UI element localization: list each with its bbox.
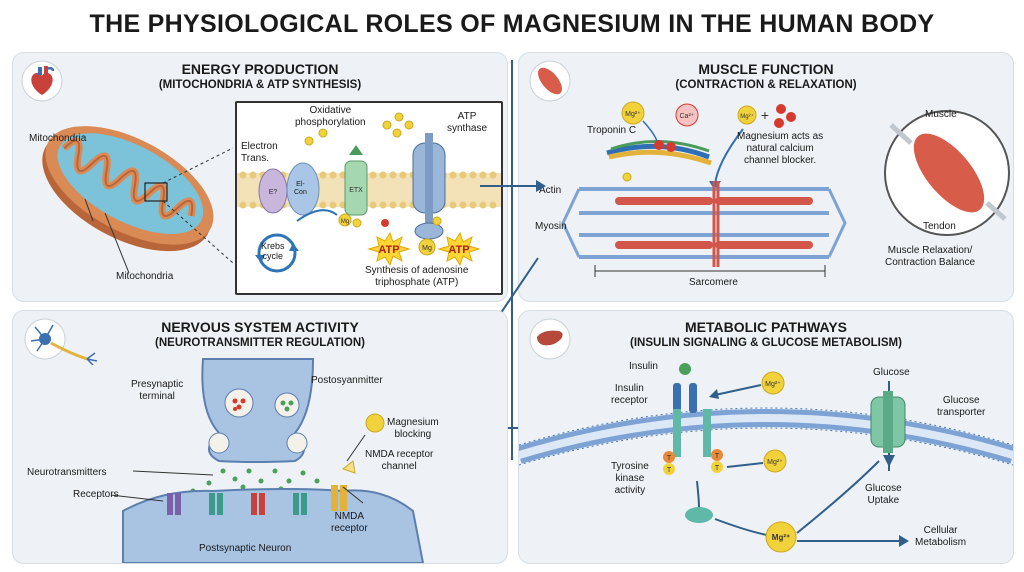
muscle-mg-text: Mg²⁺ (740, 113, 754, 120)
mitochondrion-illustration (42, 126, 233, 273)
postosyan-label: Postosyanmitter (311, 375, 383, 386)
postsynaptic-label: Postsynaptic Neuron (199, 543, 292, 554)
glucose-uptake-label: Glucose Uptake (865, 483, 902, 506)
presynaptic-label: Presynaptic terminal (131, 379, 184, 402)
mg-blocking-label: Magnesium blocking (387, 417, 439, 440)
nervous-title: NERVOUS SYSTEM ACTIVITY (161, 319, 359, 335)
glucose-transporter-label: Glucose transporter (937, 395, 986, 418)
el-con-label: El- Con (294, 181, 307, 196)
balance-label: Muscle Relaxation/ Contraction Balance (885, 245, 976, 268)
atp-synthesis-inset: Mg Mg ATP ATP E? ETX Oxidative phosphory… (235, 101, 503, 295)
neurotransmitters-label: Neurotransmitters (27, 467, 107, 478)
synapse-diagram (110, 358, 425, 563)
t-badge-4: T (715, 465, 720, 472)
muscle-function-panel: MUSCLE FUNCTION (CONTRACTION & RELAXATIO… (518, 52, 1014, 302)
energy-production-panel: ENERGY PRODUCTION (MITOCHONDRIA & ATP SY… (12, 52, 508, 302)
blocker-label: Magnesium acts as natural calcium channe… (737, 131, 824, 166)
nervous-subtitle: (NEUROTRANSMITTER REGULATION) (155, 337, 365, 349)
atp-synthesis-label: Synthesis of adenosine triphosphate (ATP… (365, 265, 469, 288)
atp-synthase-label: ATP synthase (447, 111, 488, 134)
actin-label: Actin (539, 185, 562, 196)
t-badge-2: T (667, 467, 672, 474)
oxidative-label: Oxidative phosphorylation (295, 105, 366, 128)
e-badge: E? (269, 189, 278, 196)
electron-trans-label: Electron Trans. (241, 141, 278, 164)
cellular-metabolism-label: Cellular Metabolism (915, 525, 967, 548)
tyrosine-label: Tyrosine kinase activity (611, 461, 649, 496)
inset-mg-text: Mg (341, 219, 349, 225)
energy-title: ENERGY PRODUCTION (181, 61, 339, 77)
muscle-label: Muscle (925, 109, 957, 120)
insulin-receptor-label: Insulin receptor (611, 383, 648, 406)
mito-label-bottom: Mitochondria (116, 271, 174, 282)
sarcomere-diagram: Mg²⁺ Ca²⁺ Mg²⁺ + (561, 101, 1010, 277)
insulin-label: Insulin (629, 361, 658, 372)
insulin-signaling-diagram: Mg²⁺ Mg²⁺ Mg²⁺ T T T T (519, 363, 1013, 553)
nmda-channel-label: NMDA receptor channel (365, 449, 434, 472)
troponin-label: Troponin C (587, 125, 637, 136)
liver-icon (529, 318, 571, 360)
receptors-label: Receptors (73, 489, 119, 500)
electron-transport-chain: Mg Mg ATP ATP E? ETX (237, 112, 501, 273)
neuron-icon (24, 318, 98, 365)
tendon-label: Tendon (923, 221, 956, 232)
myosin-label: Myosin (535, 221, 567, 232)
mg-bubble-c-text: Mg²⁺ (772, 533, 790, 542)
plus-sign: + (761, 107, 769, 123)
glucose-label: Glucose (873, 367, 910, 378)
metabolic-title: METABOLIC PATHWAYS (684, 319, 848, 335)
nervous-system-panel: NERVOUS SYSTEM ACTIVITY (NEUROTRANSMITTE… (12, 310, 508, 564)
atp-label-2: ATP (448, 244, 469, 256)
page-title: THE PHYSIOLOGICAL ROLES OF MAGNESIUM IN … (89, 10, 935, 38)
muscle-title: MUSCLE FUNCTION (698, 61, 834, 77)
krebs-label: Krebs cycle (261, 241, 285, 261)
mito-label-top: Mitochondria (29, 133, 87, 144)
energy-subtitle: (MITOCHONDRIA & ATP SYNTHESIS) (158, 79, 362, 91)
metabolic-subtitle: (INSULIN SIGNALING & GLUCOSE METABOLISM) (630, 337, 902, 349)
mg-bubble-a-text: Mg²⁺ (765, 381, 781, 388)
calcium-text: Ca²⁺ (680, 113, 695, 120)
troponin-mg-text: Mg²⁺ (625, 111, 641, 118)
atp-label-1: ATP (378, 244, 399, 256)
muscle-subtitle: (CONTRACTION & RELAXATION) (675, 79, 857, 91)
nmda-receptor-label: NMDA receptor (331, 511, 368, 534)
muscle-icon (529, 60, 571, 102)
inset-mg-text-2: Mg (422, 245, 432, 252)
metabolic-pathways-panel: METABOLIC PATHWAYS (INSULIN SIGNALING & … (518, 310, 1014, 564)
mg-bubble-b-text: Mg²⁺ (767, 459, 783, 466)
t-badge-1: T (667, 455, 672, 462)
t-badge-3: T (715, 453, 720, 460)
heart-icon (21, 60, 63, 102)
etx-label: ETX (349, 187, 363, 194)
sarcomere-label: Sarcomere (689, 277, 738, 288)
